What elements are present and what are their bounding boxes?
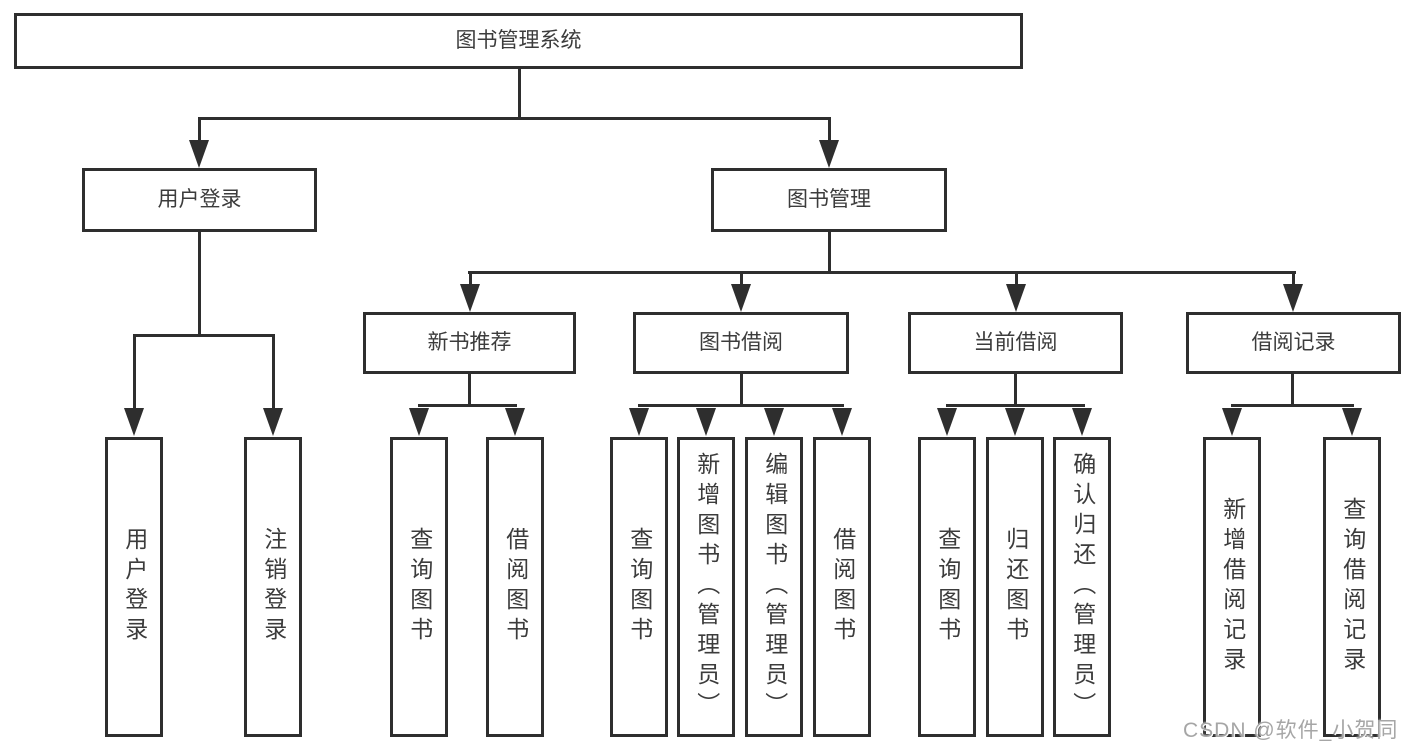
connector-line: [133, 336, 136, 410]
node-new-book-recommend: 新书推荐: [363, 312, 576, 374]
arrow-down-icon: [937, 408, 957, 436]
connector-line: [418, 404, 517, 407]
leaf-query-books-recommend: 查询图书: [390, 437, 448, 737]
connector-line: [468, 374, 471, 407]
connector-line: [828, 232, 831, 274]
connector-line: [198, 232, 201, 337]
connector-line: [1291, 374, 1294, 407]
arrow-down-icon: [1222, 408, 1242, 436]
connector-line: [198, 118, 201, 144]
connector-line: [518, 69, 521, 118]
arrow-down-icon: [696, 408, 716, 436]
connector-line: [946, 404, 1085, 407]
leaf-add-borrow-record: 新增借阅记录: [1203, 437, 1261, 737]
connector-line: [133, 334, 275, 337]
node-book-borrow: 图书借阅: [633, 312, 849, 374]
arrow-down-icon: [1072, 408, 1092, 436]
arrow-down-icon: [832, 408, 852, 436]
arrow-down-icon: [263, 408, 283, 436]
node-library-system: 图书管理系统: [14, 13, 1023, 69]
arrow-down-icon: [189, 140, 209, 168]
node-borrow-records: 借阅记录: [1186, 312, 1401, 374]
connector-line: [198, 117, 831, 120]
leaf-borrow-books: 借阅图书: [813, 437, 871, 737]
arrow-down-icon: [1283, 284, 1303, 312]
watermark: CSDN @软件_小贺同学: [1183, 719, 1399, 742]
node-current-borrow: 当前借阅: [908, 312, 1123, 374]
arrow-down-icon: [505, 408, 525, 436]
arrow-down-icon: [819, 140, 839, 168]
connector-line: [740, 273, 743, 287]
connector-line: [740, 374, 743, 407]
leaf-add-book-admin: 新增图书（管理员）: [677, 437, 735, 737]
connector-line: [469, 273, 472, 287]
connector-line: [468, 271, 1296, 274]
connector-line: [1292, 273, 1295, 287]
leaf-user-login: 用户登录: [105, 437, 163, 737]
arrow-down-icon: [731, 284, 751, 312]
arrow-down-icon: [124, 408, 144, 436]
connector-line: [1231, 404, 1354, 407]
arrow-down-icon: [1342, 408, 1362, 436]
arrow-down-icon: [460, 284, 480, 312]
arrow-down-icon: [1005, 408, 1025, 436]
leaf-return-book: 归还图书: [986, 437, 1044, 737]
leaf-logout-login: 注销登录: [244, 437, 302, 737]
leaf-confirm-return-admin: 确认归还（管理员）: [1053, 437, 1111, 737]
leaf-borrow-books-recommend: 借阅图书: [486, 437, 544, 737]
arrow-down-icon: [629, 408, 649, 436]
leaf-edit-book-admin: 编辑图书（管理员）: [745, 437, 803, 737]
leaf-query-books-borrow: 查询图书: [610, 437, 668, 737]
node-book-management: 图书管理: [711, 168, 947, 232]
connector-line: [638, 404, 844, 407]
node-user-login: 用户登录: [82, 168, 317, 232]
connector-line: [1015, 273, 1018, 287]
leaf-query-borrow-record: 查询借阅记录: [1323, 437, 1381, 737]
connector-line: [272, 336, 275, 410]
connector-line: [828, 118, 831, 144]
arrow-down-icon: [1006, 284, 1026, 312]
arrow-down-icon: [764, 408, 784, 436]
connector-line: [1014, 374, 1017, 407]
leaf-query-books-current: 查询图书: [918, 437, 976, 737]
arrow-down-icon: [409, 408, 429, 436]
